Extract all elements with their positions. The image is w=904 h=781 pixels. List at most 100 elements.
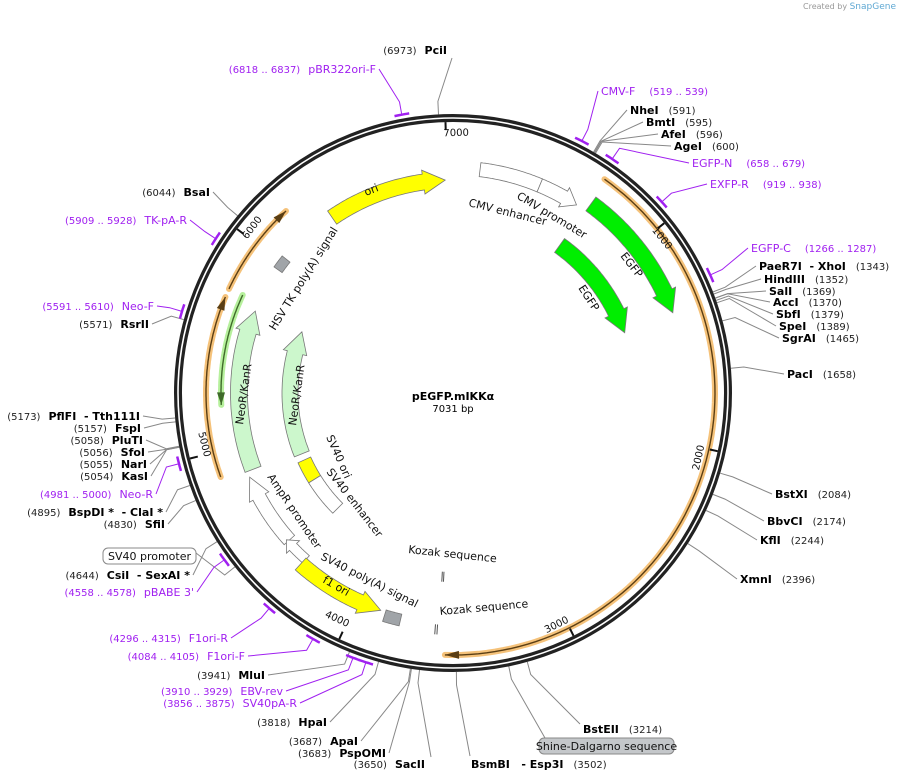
enzyme-line [712, 265, 757, 293]
enzyme-name: HpaI [298, 716, 327, 729]
orf-line [444, 178, 716, 656]
enzyme-line [142, 415, 176, 420]
enzyme-name: ApaI [330, 735, 358, 748]
enzyme-position: (5173) [7, 412, 40, 423]
enzyme-site-apai: (3687) ApaI [289, 735, 358, 748]
feature-sv40-poly-a-signal [382, 609, 403, 627]
primer-range: (658 .. 679) [746, 159, 805, 170]
boxed-label-sv40-promoter: SV40 promoter [102, 547, 197, 565]
feature-f1-ori [294, 557, 382, 614]
enzyme-position: (5054) [80, 472, 113, 483]
enzyme-name: FspI [115, 422, 141, 435]
enzyme-site-pspomi: (3683)PspOMI [298, 747, 386, 760]
enzyme-name: SfiI [145, 518, 165, 531]
enzyme-site-sbfi: SbfI(1379) [776, 308, 844, 321]
enzyme-name: AccI [773, 296, 799, 309]
primer-line [155, 463, 179, 495]
primer-egfp-n: EGFP-N(658 .. 679) [692, 157, 805, 170]
primer-mark [218, 552, 230, 567]
enzyme-position: (1370) [809, 298, 842, 309]
enzyme-name: RsrII [120, 318, 149, 331]
primer-name: Neo-R [119, 488, 153, 501]
enzyme-position: (1465) [826, 334, 859, 345]
enzyme-position: (596) [696, 130, 723, 141]
kozak-mark [442, 571, 445, 582]
enzyme-line [722, 316, 780, 339]
primer-name: EGFP-C [751, 242, 791, 255]
enzyme-site-bsai: (6044)BsaI [142, 186, 210, 199]
primer-mark [262, 602, 276, 615]
feature-sv40-enhancer [308, 474, 344, 514]
enzyme-position: (4644) [66, 571, 99, 582]
primer-cmv-f: CMV-F (519 .. 539) [601, 85, 708, 98]
primer-name: SV40pA-R [243, 697, 298, 710]
enzyme-site-sgrai: SgrAI(1465) [782, 332, 859, 345]
enzyme-name: SbfI [776, 308, 801, 321]
enzyme-position: (5157) [74, 424, 107, 435]
primer-line [189, 219, 216, 239]
enzyme-line [715, 290, 767, 299]
plasmid-name: pEGFP.mIKKα [412, 390, 495, 403]
primer-mark [605, 153, 620, 165]
enzyme-position: (5055) [80, 460, 113, 471]
feature-sv40-ori [297, 456, 322, 484]
enzyme-name: XmnI [740, 573, 772, 586]
primer-range: (4558 .. 4578) [65, 588, 137, 599]
primer-name: CMV-F [601, 85, 635, 98]
enzyme-name: KflI [760, 534, 781, 547]
feature-label-kozak-2: Kozak sequence [439, 597, 529, 618]
primer-mark [210, 231, 221, 246]
enzyme-name: BspDI * - ClaI * [68, 506, 163, 519]
enzyme-position: (2396) [782, 575, 815, 586]
enzyme-name: BstEII [583, 723, 619, 736]
plasmid-length: 7031 bp [432, 404, 473, 415]
enzyme-position: (5058) [70, 436, 103, 447]
enzyme-line [730, 366, 785, 375]
primer-line [230, 608, 270, 639]
boxed-label-frame [102, 547, 197, 565]
enzyme-line [712, 493, 765, 522]
enzyme-line [526, 661, 581, 725]
enzyme-site-agei: AgeI(600) [674, 140, 739, 153]
enzyme-name: PluTI [112, 434, 143, 447]
feature-neor-kanr [281, 331, 310, 458]
orf-arrowhead [273, 211, 286, 223]
enzyme-layer: (6973)PciINheI(591)BmtI(595)AfeI(596)Age… [7, 44, 889, 771]
enzyme-site-bbvci: BbvCI(2174) [767, 515, 846, 528]
enzyme-position: (1352) [815, 275, 848, 286]
enzyme-line [595, 141, 672, 154]
tick-mark [189, 455, 199, 460]
enzyme-position: (3214) [629, 725, 662, 736]
enzyme-name: SpeI [779, 320, 806, 333]
enzyme-position: (3687) [289, 737, 322, 748]
primer-line [299, 663, 367, 704]
enzyme-line [212, 191, 238, 217]
enzyme-site-pcii: (6973)PciI [383, 44, 447, 57]
enzyme-site-nari: (5055)NarI [80, 458, 147, 471]
enzyme-site-sfii: (4830)SfiI [104, 518, 165, 531]
primer-range: (5909 .. 5928) [65, 216, 137, 227]
boxed-label-shine-dalgarno: Shine-Dalgarno sequence [536, 737, 677, 755]
primer-exfp-r: EXFP-R(919 .. 938) [710, 178, 822, 191]
feature-egfp [554, 238, 628, 334]
enzyme-position: (3502) [573, 760, 606, 771]
feature-neor-kanr [230, 310, 262, 473]
primer-sv40pa-r: (3856 .. 3875)SV40pA-R [163, 697, 297, 710]
feature-cmv-promoter [536, 178, 578, 208]
enzyme-position: (3683) [298, 749, 331, 760]
enzyme-line [705, 510, 758, 541]
enzyme-name: CsiI - SexAI * [107, 569, 190, 582]
enzyme-position: (3650) [354, 760, 387, 771]
primer-mark [705, 267, 715, 283]
kozak-mark [434, 624, 436, 635]
primer-range: (519 .. 539) [649, 87, 708, 98]
enzyme-site-xmni: XmnI (2396) [740, 573, 815, 586]
snapgene-credit: Created by SnapGene [803, 2, 896, 12]
tick-mark [338, 631, 344, 640]
enzyme-site-bsteii: BstEII (3214) [583, 723, 662, 736]
enzyme-site-bsmbi: BsmBI - Esp3I(3502) [471, 758, 607, 771]
enzyme-site-paer7i: PaeR7I - XhoI(1343) [759, 260, 889, 273]
enzyme-site-kasi: (5054)KasI [80, 470, 148, 483]
enzyme-line [150, 446, 180, 477]
enzyme-position: (6044) [142, 188, 175, 199]
